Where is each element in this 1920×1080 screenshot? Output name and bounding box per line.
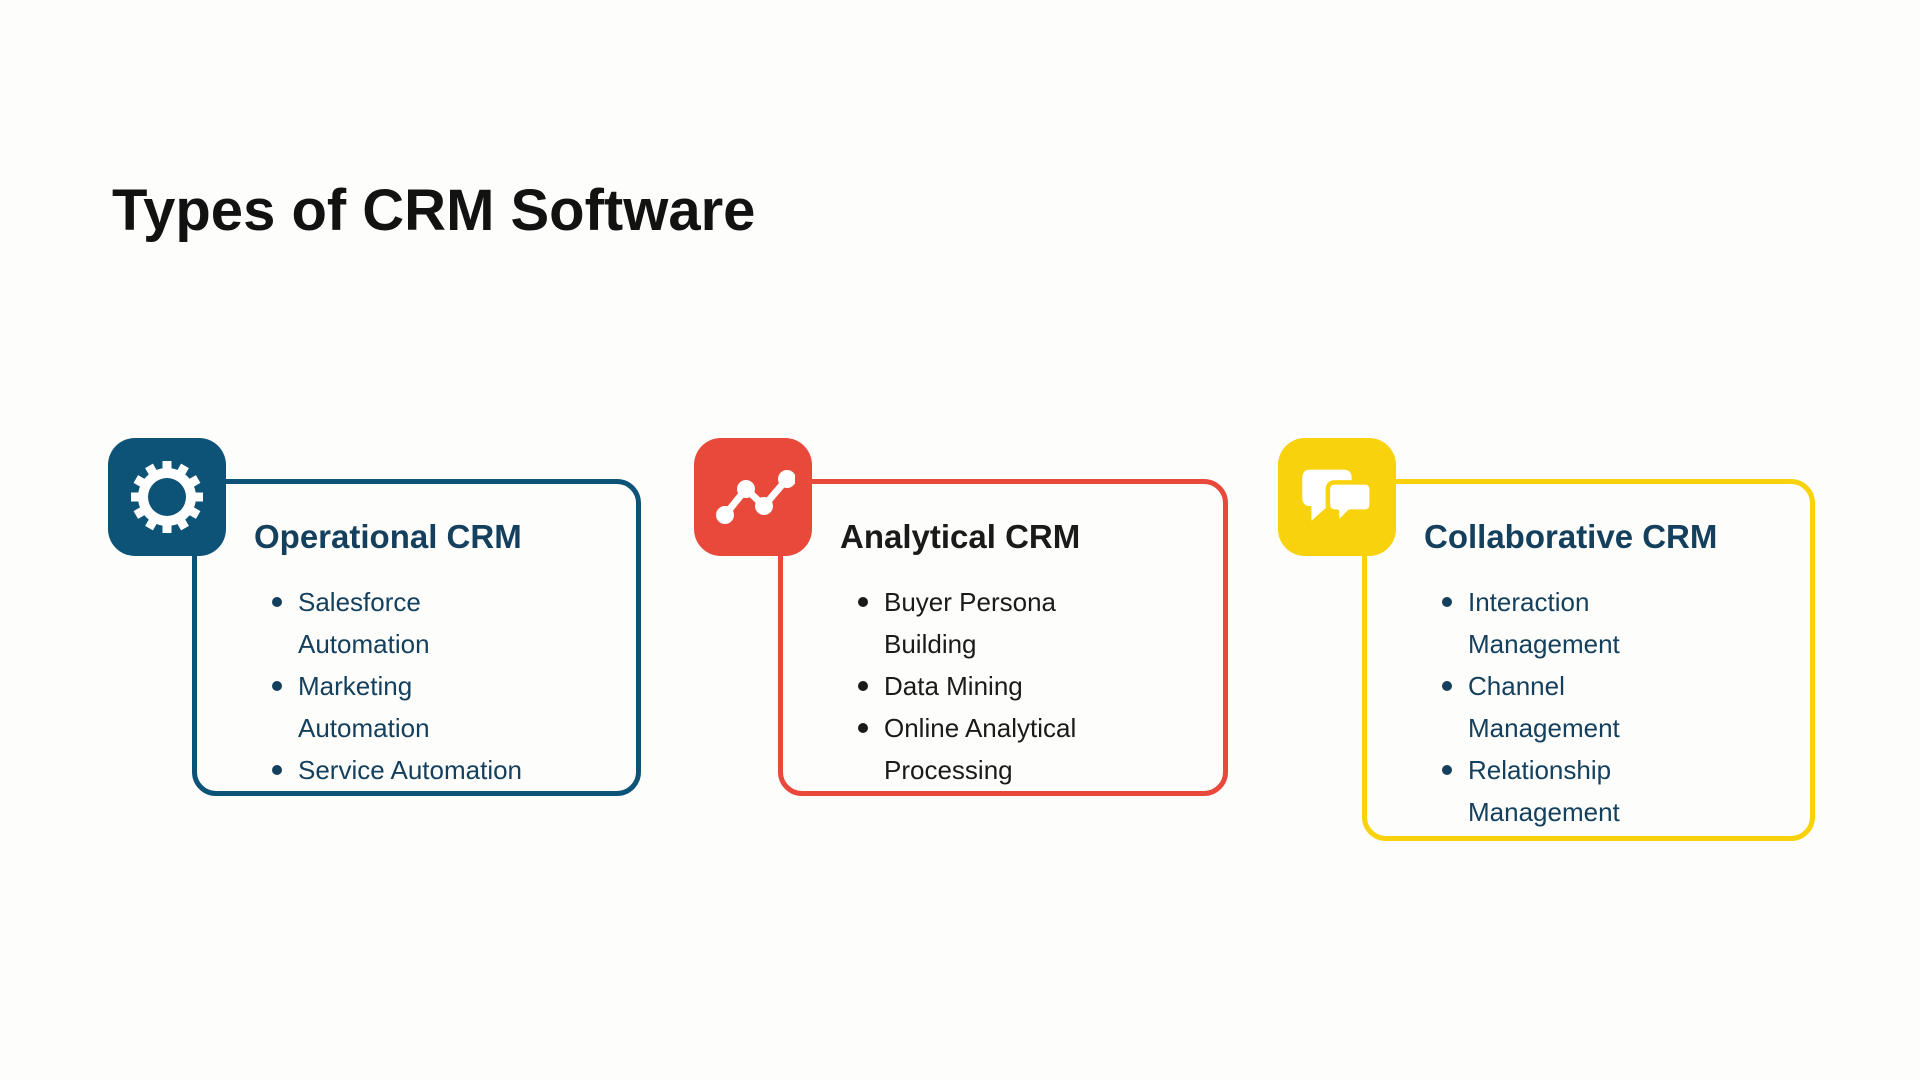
card-title: Analytical CRM (840, 518, 1081, 555)
list-item: Channel Management (1367, 665, 1810, 749)
card-collaborative-crm: Collaborative CRM Interaction Management… (1278, 438, 1815, 841)
list-item: Online Analytical Processing (783, 707, 1223, 791)
card-bullet-list: Interaction Management Channel Managemen… (1367, 581, 1810, 833)
chat-bubbles-icon (1278, 438, 1396, 556)
card-bullet-list: Salesforce Automation Marketing Automati… (197, 581, 636, 791)
card-title: Operational CRM (254, 518, 522, 555)
card-bullet-list: Buyer Persona Building Data Mining Onlin… (783, 581, 1223, 791)
card-title: Collaborative CRM (1424, 518, 1718, 555)
gear-icon (108, 438, 226, 556)
card-analytical-crm: Analytical CRM Buyer Persona Building Da… (694, 438, 1228, 796)
page-title: Types of CRM Software (112, 178, 756, 243)
card-operational-crm: Operational CRM Salesforce Automation Ma… (108, 438, 641, 796)
list-item: Salesforce Automation (197, 581, 636, 665)
list-item: Marketing Automation (197, 665, 636, 749)
list-item: Relationship Management (1367, 749, 1810, 833)
list-item: Data Mining (783, 665, 1223, 707)
list-item: Interaction Management (1367, 581, 1810, 665)
list-item: Service Automation (197, 749, 636, 791)
list-item: Buyer Persona Building (783, 581, 1223, 665)
trend-chart-icon (694, 438, 812, 556)
